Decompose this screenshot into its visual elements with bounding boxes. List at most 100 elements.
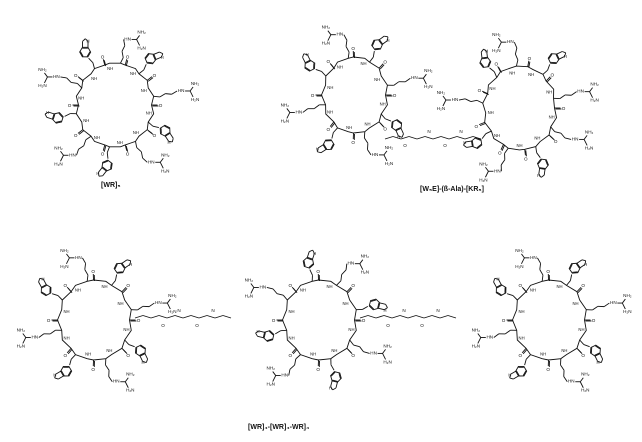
guanidine-hn-label: HN <box>411 75 418 80</box>
carbonyl-o-label: O <box>546 269 550 274</box>
carbonyl-o-label: O <box>68 103 72 108</box>
amide-nh-label: NH <box>133 130 139 135</box>
guanidine-nh2-label: NH₂ <box>322 25 331 30</box>
indole-nh-label: H <box>508 373 511 378</box>
linker-n-label: N <box>436 308 439 313</box>
guanidine-h2n-label: H₂N <box>322 41 330 46</box>
amide-nh-label: NH <box>83 118 89 123</box>
amide-nh-label: NH <box>572 301 578 306</box>
indole-nh-label: H <box>329 385 332 390</box>
indole-nh-label: H <box>485 49 488 54</box>
amide-nh-label: NH <box>337 65 343 70</box>
amide-nh-label: NH <box>117 140 123 145</box>
carbonyl-o-label: O <box>581 353 585 358</box>
guanidine-nh2-label: NH₂ <box>581 372 590 377</box>
linker-n-label: N <box>177 308 180 313</box>
amide-nh-label: NH <box>64 335 70 340</box>
amide-nh-label: NH <box>94 135 100 140</box>
guanidine-nh2-label: NH₂ <box>17 327 26 332</box>
indole-nh-label: H <box>129 262 132 267</box>
carbonyl-o-label: O <box>316 269 320 274</box>
guanidine-hn-label: HN <box>69 152 76 157</box>
carbonyl-o-label: O <box>101 152 105 157</box>
linker-o-label: O <box>161 323 165 328</box>
indole-nh-label: H <box>386 38 389 43</box>
amide-nh-label: NH <box>146 111 152 116</box>
carbonyl-o-label: O <box>91 269 95 274</box>
guanidine-hn-label: HN <box>178 88 185 93</box>
guanidine-nh2-label: NH₂ <box>168 293 177 298</box>
guanidine-h2n-label: H₂N <box>515 264 523 269</box>
guanidine-hn-label: HN <box>572 136 579 141</box>
linker-o-label: O <box>443 143 447 148</box>
indole-nh-label: H <box>87 39 90 44</box>
amide-nh-label: NH <box>518 309 524 314</box>
guanidine-hn-label: HN <box>337 32 344 37</box>
amide-nh-label: NH <box>310 352 316 357</box>
guanidine-hn-label: HN <box>370 350 377 355</box>
amide-nh-label: NH <box>123 327 129 332</box>
guanidine-nh2-label: NH₂ <box>281 102 290 107</box>
indole-nh-label: H <box>96 171 99 176</box>
guanidine-h2n-label: H₂N <box>479 177 487 182</box>
guanidine-hn-label: HN <box>296 109 303 114</box>
amide-nh-label: NH <box>130 71 136 76</box>
carbonyl-o-label: O <box>126 54 130 59</box>
carbonyl-o-label: O <box>383 59 387 64</box>
linker-o-label: O <box>403 143 407 148</box>
amide-nh-label: NH <box>489 86 495 91</box>
guanidine-hn-label: HN <box>507 39 514 44</box>
carbonyl-o-label: O <box>518 283 522 288</box>
amide-nh-label: NH <box>342 301 348 306</box>
carbonyl-o-label: O <box>126 283 130 288</box>
guanidine-hn-label: HN <box>53 74 60 79</box>
guanidine-nh2-label: NH₂ <box>137 29 146 34</box>
guanidine-h2n-label: H₂N <box>60 264 68 269</box>
guanidine-hn-label: HN <box>31 334 38 339</box>
guanidine-nh2-label: NH₂ <box>515 248 524 253</box>
indole-nh-label: H <box>316 146 319 151</box>
carbonyl-o-label: O <box>362 318 366 323</box>
guanidine-h2n-label: H₂N <box>17 343 25 348</box>
amide-nh-label: NH <box>578 327 584 332</box>
amide-nh-label: NH <box>509 71 515 76</box>
carbonyl-o-label: O <box>74 73 78 78</box>
guanidine-hn-label: HN <box>113 379 120 384</box>
guanidine-h2n-label: H₂N <box>492 48 500 53</box>
caption-wr4-wr4-wr4: [WR]₄-[WR]₄-WR]₄ <box>248 424 309 431</box>
indole-nh-label: H <box>497 277 500 282</box>
amide-nh-label: NH <box>331 348 337 353</box>
guanidine-hn-label: HN <box>155 300 162 305</box>
amide-nh-label: NH <box>346 125 352 130</box>
indole-nh-label: H <box>584 262 587 267</box>
amide-nh-label: NH <box>117 301 123 306</box>
guanidine-hn-label: HN <box>530 255 537 260</box>
guanidine-h2n-label: H₂N <box>245 293 253 298</box>
guanidine-h2n-label: H₂N <box>137 45 145 50</box>
carbonyl-o-label: O <box>91 367 95 372</box>
carbonyl-o-label: O <box>528 56 532 61</box>
guanidine-nh2-label: NH₂ <box>191 81 200 86</box>
amide-nh-label: NH <box>348 327 354 332</box>
carbonyl-o-label: O <box>383 127 387 132</box>
amide-nh-label: NH <box>289 335 295 340</box>
carbonyl-o-label: O <box>126 353 130 358</box>
guanidine-nh2-label: NH₂ <box>437 90 446 95</box>
linker-n-label: N <box>459 129 462 134</box>
carbonyl-o-label: O <box>327 127 331 132</box>
carbonyl-o-label: O <box>272 318 276 323</box>
amide-nh-label: NH <box>63 309 69 314</box>
indole-nh-label: H <box>53 373 56 378</box>
carbonyl-o-label: O <box>518 353 522 358</box>
carbonyl-o-label: O <box>137 318 141 323</box>
guanidine-hn-label: HN <box>348 261 355 266</box>
carbonyl-o-label: O <box>153 133 157 138</box>
amide-nh-label: NH <box>556 284 562 289</box>
amide-nh-label: NH <box>530 288 536 293</box>
carbonyl-o-label: O <box>47 318 51 323</box>
guanidine-h2n-label: H₂N <box>424 84 432 89</box>
carbonyl-o-label: O <box>316 367 320 372</box>
indole-nh-label: H <box>42 277 45 282</box>
